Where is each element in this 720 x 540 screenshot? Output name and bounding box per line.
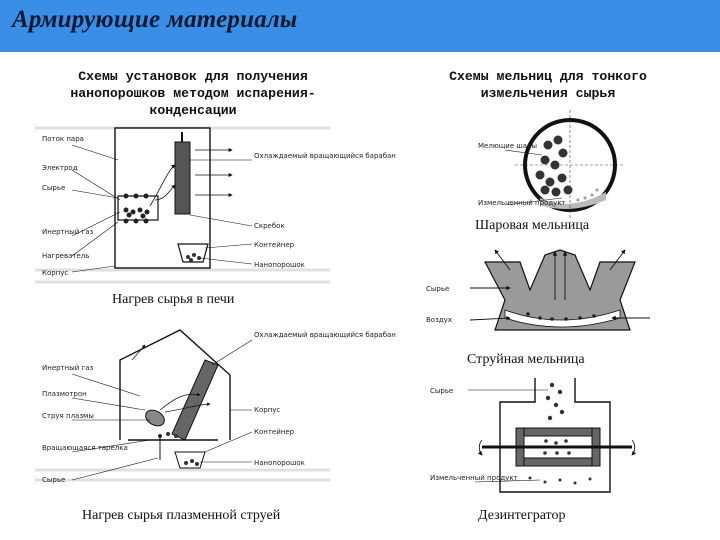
furnace-label-inert-gas: Инертный газ <box>42 228 93 236</box>
plasma-label-jet: Струя плазмы <box>42 412 94 420</box>
caption-ball-mill: Шаровая мельница <box>475 218 590 233</box>
right-section-header: Схемы мельниц для тонкого измельчения сы… <box>449 69 647 101</box>
furnace-label-nanopowder: Нанопорошок <box>254 261 305 269</box>
furnace-label-scraper: Скребок <box>254 222 285 230</box>
furnace-label-container: Контейнер <box>254 241 295 249</box>
plasma-label-body: Корпус <box>254 406 280 414</box>
plasma-label-raw: Сырье <box>42 476 65 484</box>
ball-mill-label-product: Измельченный продукт <box>478 199 566 207</box>
jet-mill-diagram: Сырье Воздух <box>426 249 650 331</box>
plasma-label-plate: Вращающаяся тарелка <box>42 444 128 452</box>
disintegrator-diagram: Сырье Измельченный продукт <box>430 378 637 493</box>
furnace-label-body: Корпус <box>42 269 68 277</box>
caption-plasma: Нагрев сырья плазменной струей <box>82 508 281 523</box>
furnace-setup-diagram: Поток пара Электрод Сырье Инертный газ Н… <box>35 126 396 284</box>
left-section-header: Схемы установок для получения нанопорошк… <box>70 69 316 118</box>
slide-title: Армирующие материалы <box>12 6 298 33</box>
jet-mill-label-raw: Сырье <box>426 285 449 293</box>
plasma-label-drum: Охлаждаемый вращающийся барабан <box>254 331 396 339</box>
plasma-label-nanopowder: Нанопорошок <box>254 459 305 467</box>
jet-mill-label-air: Воздух <box>426 316 452 324</box>
caption-furnace: Нагрев сырья в печи <box>112 292 235 307</box>
plasma-label-inert-gas: Инертный газ <box>42 364 93 372</box>
ball-mill-diagram: Мелющие шары Измельченный продукт <box>478 110 625 220</box>
caption-disintegrator: Дезинтегратор <box>478 508 566 523</box>
furnace-label-electrode: Электрод <box>42 164 78 172</box>
disintegrator-label-product: Измельченный продукт <box>430 474 518 482</box>
plasma-label-plasmatron: Плазмотрон <box>42 390 87 398</box>
furnace-label-vapor: Поток пара <box>42 135 84 143</box>
plasma-label-container: Контейнер <box>254 428 295 436</box>
disintegrator-label-raw: Сырье <box>430 387 453 395</box>
furnace-label-heater: Нагреватель <box>42 252 89 260</box>
plasma-setup-diagram: Инертный газ Плазмотрон Струя плазмы Вра… <box>35 329 396 484</box>
ball-mill-label-balls: Мелющие шары <box>478 142 537 150</box>
furnace-label-raw: Сырье <box>42 184 65 192</box>
furnace-label-drum: Охлаждаемый вращающийся барабан <box>254 152 396 160</box>
caption-jet-mill: Струйная мельница <box>467 352 585 367</box>
title-bar: Армирующие материалы <box>0 0 720 52</box>
